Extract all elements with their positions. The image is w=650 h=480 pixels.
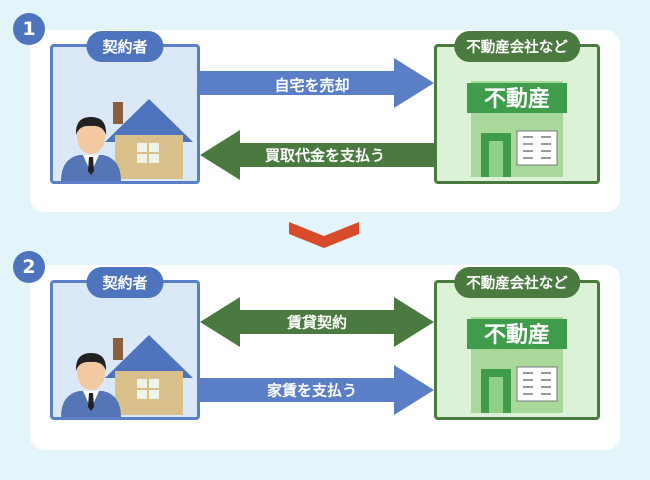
chevron-down-icon — [289, 222, 359, 248]
real-estate-sign: 不動産 — [484, 322, 550, 348]
step-1-badge: 1 — [13, 13, 45, 45]
payment-label: 買取代金を支払う — [264, 146, 386, 165]
contractor-label: 契約者 — [86, 267, 164, 298]
lease-contract-label: 賃貸契約 — [286, 313, 348, 332]
person-icon — [61, 117, 121, 181]
real-estate-building-icon: 不動産 — [467, 81, 567, 177]
person-house-illustration — [61, 99, 193, 181]
company-label: 不動産会社など — [454, 267, 580, 298]
house-icon — [105, 99, 193, 179]
real-estate-building-icon: 不動産 — [467, 317, 567, 413]
rent-payment-label: 家賃を支払う — [266, 381, 358, 400]
house-icon — [105, 335, 193, 415]
person-house-illustration — [61, 335, 193, 417]
payment-arrow — [200, 130, 434, 180]
step-2-badge: 2 — [13, 251, 45, 283]
sell-home-arrow — [200, 58, 434, 108]
company-label: 不動産会社など — [454, 31, 580, 62]
contractor-label: 契約者 — [86, 31, 164, 62]
person-icon — [61, 353, 121, 417]
company-box: 不動産会社など 不動産 — [434, 31, 600, 184]
company-box: 不動産会社など 不動産 — [434, 267, 600, 420]
real-estate-sign: 不動産 — [484, 86, 550, 112]
step-1-panel: 契約者 自宅を売却 買取代金を支払う 不動産会社 — [30, 30, 620, 212]
sell-home-label: 自宅を売却 — [274, 76, 350, 95]
rent-payment-arrow — [200, 365, 434, 415]
lease-contract-arrow — [200, 297, 434, 347]
step-2-panel: 契約者 賃貸契約 家賃を支払う 不動産会社など — [30, 265, 620, 450]
contractor-box: 契約者 — [50, 31, 200, 184]
contractor-box: 契約者 — [50, 267, 200, 420]
